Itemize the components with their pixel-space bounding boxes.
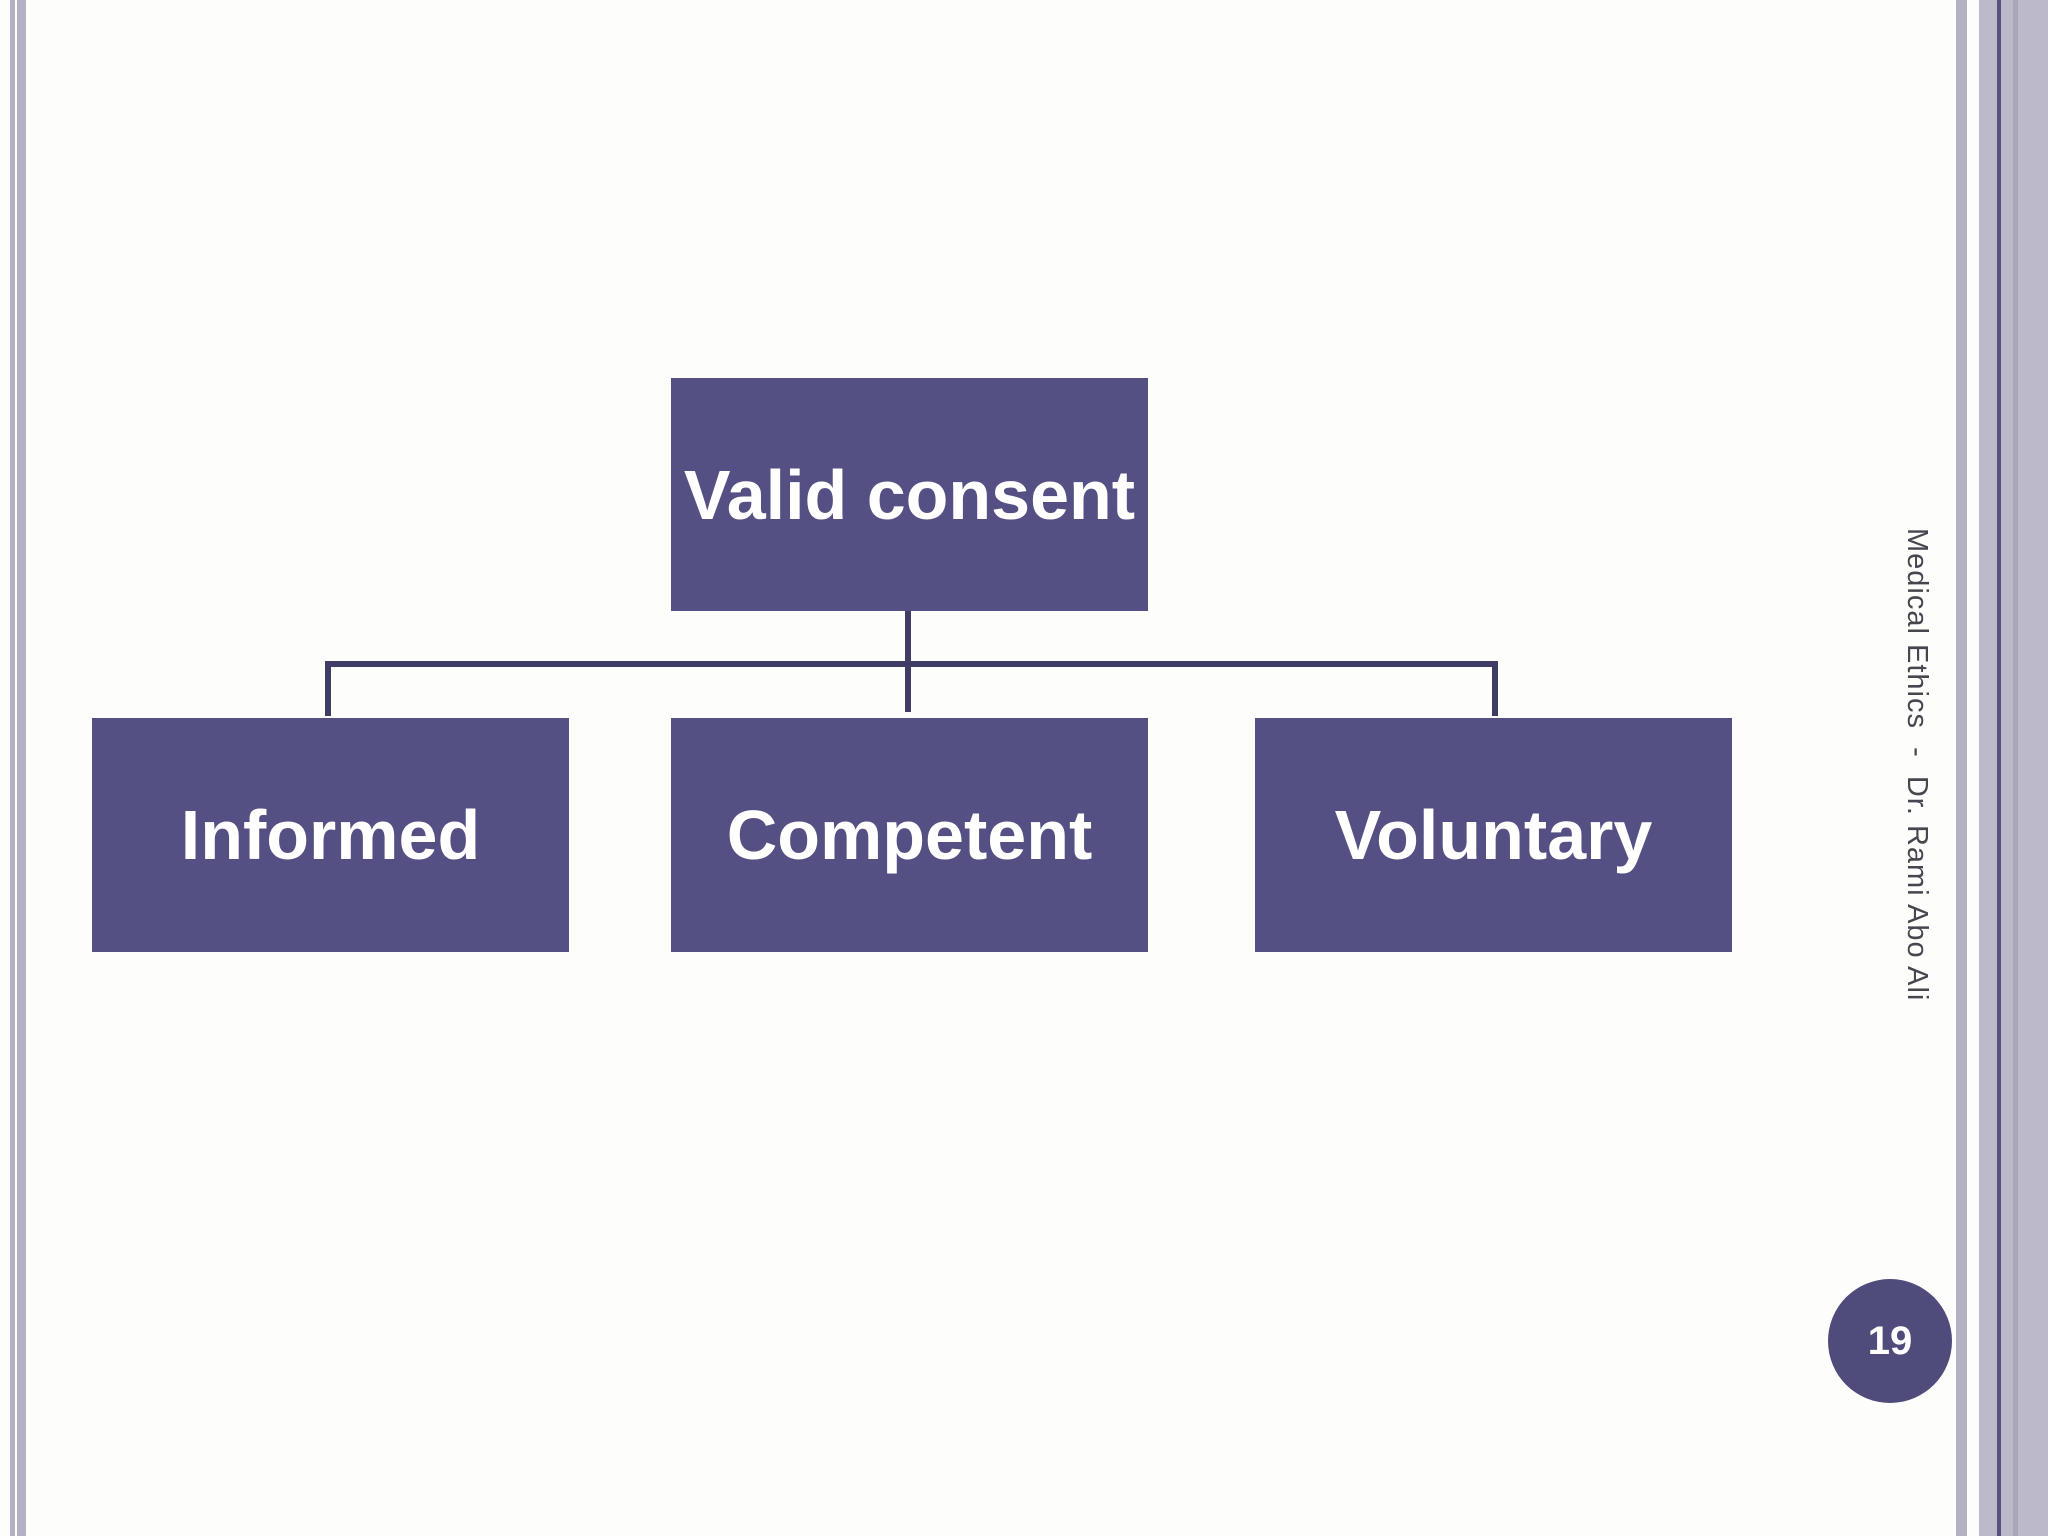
connector-drop-informed — [325, 661, 331, 716]
diagram-node-competent: Competent — [671, 718, 1148, 952]
sidebar-caption: Medical Ethics - Dr. Rami Abo Ali — [1901, 528, 1933, 1002]
right-border-band-shade — [2013, 0, 2018, 1536]
left-border-stripe-wide — [17, 0, 26, 1536]
page-number-badge: 19 — [1828, 1279, 1952, 1403]
connector-drop-competent — [905, 661, 911, 712]
left-border-stripe-thin — [10, 0, 15, 1536]
diagram-node-valid-consent: Valid consent — [671, 378, 1148, 611]
diagram-node-informed-label: Informed — [180, 796, 481, 874]
page-number: 19 — [1867, 1318, 1913, 1363]
right-border-band — [1979, 0, 2048, 1536]
right-border-stripe-thin — [1956, 0, 1967, 1536]
right-border-band-line — [1997, 0, 2001, 1536]
connector-root-stub — [905, 611, 911, 664]
connector-drop-voluntary — [1492, 661, 1498, 716]
diagram-node-voluntary-label: Voluntary — [1334, 796, 1653, 874]
diagram-node-competent-label: Competent — [726, 796, 1093, 874]
diagram-node-voluntary: Voluntary — [1255, 718, 1732, 952]
connector-rail — [325, 661, 1498, 667]
diagram-node-valid-consent-label: Valid consent — [683, 455, 1136, 534]
diagram-node-informed: Informed — [92, 718, 569, 952]
